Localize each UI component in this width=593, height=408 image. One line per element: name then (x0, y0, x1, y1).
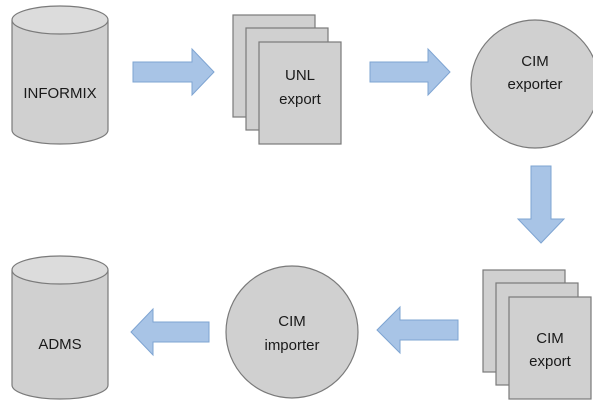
arrow-cim-importer-to-adms (130, 307, 210, 357)
unl-export-label-line1: UNL (285, 67, 315, 84)
cim-exporter-label-line2: exporter (507, 76, 562, 93)
arrow-cim-export-to-cim-importer (376, 305, 459, 355)
arrow-cim-exporter-to-cim-export (516, 165, 566, 244)
unl-export-label-line2: export (279, 91, 322, 108)
cim-export-page-front (508, 296, 592, 400)
informix-cylinder-top (11, 5, 109, 35)
adms-database: ADMS (11, 255, 109, 400)
cim-exporter-circle (470, 19, 593, 149)
adms-label: ADMS (38, 336, 81, 353)
adms-cylinder-top (11, 255, 109, 285)
arrow-informix-to-unl (132, 47, 215, 97)
cim-importer-circle (225, 265, 359, 399)
arrow-unl-to-cim-exporter (369, 47, 451, 97)
cim-export-label-line1: CIM (536, 330, 564, 347)
cim-export-documents: CIM export (482, 269, 592, 400)
cim-importer-label-line1: CIM (278, 313, 306, 330)
unl-export-documents: UNL export (232, 14, 342, 145)
informix-label: INFORMIX (23, 85, 96, 102)
informix-database: INFORMIX (11, 5, 109, 145)
cim-exporter-label-line1: CIM (521, 53, 549, 70)
informix-cylinder-body (11, 20, 109, 145)
unl-export-page-front (258, 41, 342, 145)
adms-cylinder-body (11, 270, 109, 400)
cim-export-label-line2: export (529, 353, 572, 370)
cim-exporter-process: CIM exporter (470, 19, 593, 149)
cim-importer-label-line2: importer (264, 337, 319, 354)
cim-importer-process: CIM importer (225, 265, 359, 399)
